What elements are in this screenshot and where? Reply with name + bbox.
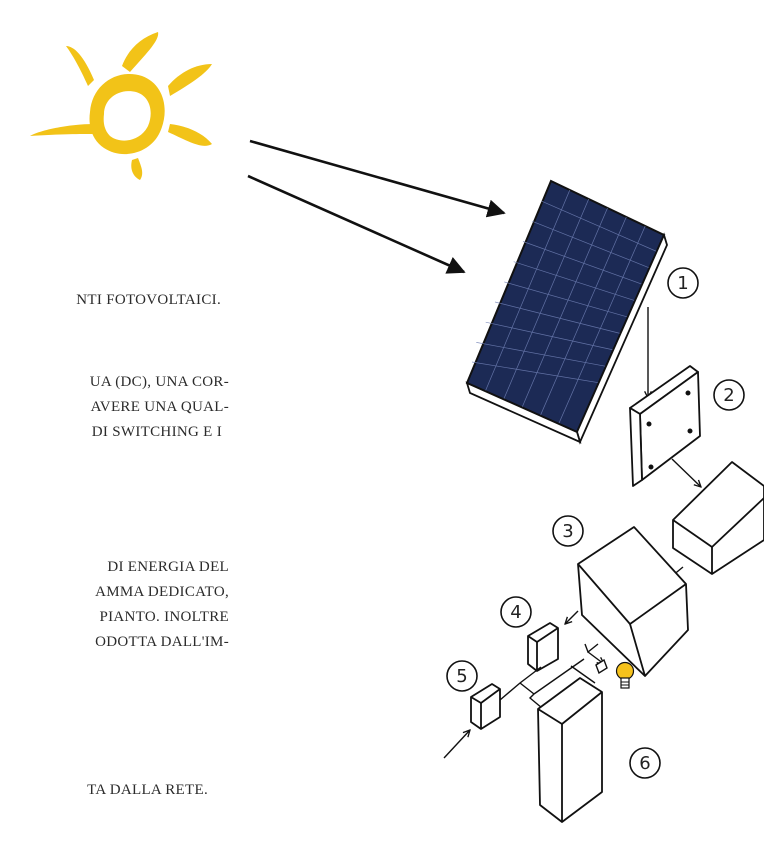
inverter-box [672,461,764,575]
socket-icon [595,658,608,675]
text-line-2: UA (DC), UNA COR- [89,374,229,390]
component-4-box [527,622,559,672]
connection-lines [499,658,596,723]
component-5-box [470,683,501,730]
text-line-5: DI ENERGIA DEL [107,559,229,575]
grid-input-arrow [443,730,470,759]
text-line-1: NTI FOTOVOLTAICI. [76,292,221,308]
text-line-8: ODOTTA DALL'IM- [95,634,229,650]
label-6: 6 [639,753,650,774]
text-line-4: DI SWITCHING E I [91,424,222,440]
solar-panel-icon [465,179,668,445]
label-3: 3 [562,521,573,542]
sunlight-arrows [247,139,506,274]
component-2-box [629,365,701,487]
label-2: 2 [723,385,734,406]
arrow-3-to-4 [565,610,579,624]
text-line-3: AVERE UNA QUAL- [90,399,229,415]
component-6-box [537,677,603,823]
label-1: 1 [677,273,688,294]
text-line-6: AMMA DEDICATO, [95,584,229,600]
light-bulb-icon [615,661,635,689]
number-labels [446,267,745,779]
arrow-3-to-bulb [584,643,599,654]
arrow-2-to-inverter [671,458,701,487]
text-line-9: TA DALLA RETE. [87,782,208,798]
component-3-box [577,526,689,677]
label-5: 5 [456,666,467,687]
label-4: 4 [510,602,521,623]
sun-icon [30,32,212,180]
text-line-7: PIANTO. INOLTRE [99,609,229,625]
